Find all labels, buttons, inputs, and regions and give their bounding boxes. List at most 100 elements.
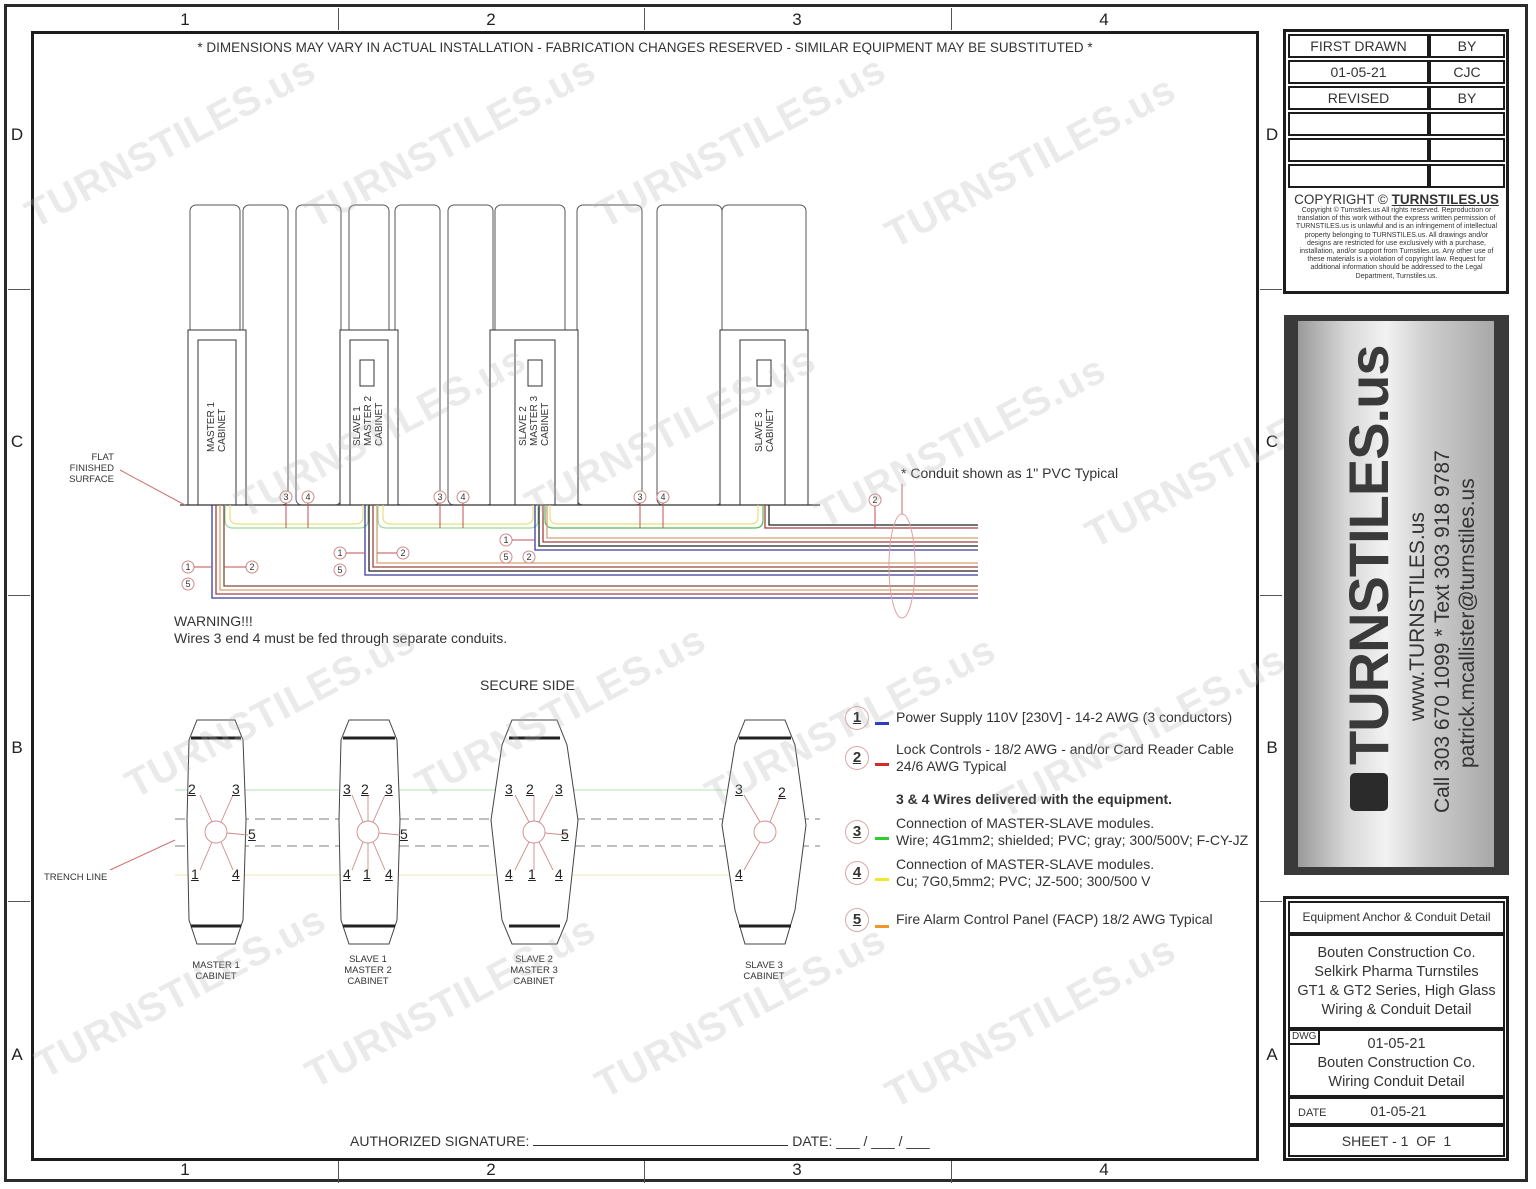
zone-row-a-left: A (11, 1045, 23, 1064)
legend-number-3: 3 (845, 820, 869, 844)
plan-wire-label: 2 (778, 784, 786, 800)
legend-swatch-yellow (875, 878, 889, 881)
plan-wire-label: 3 (343, 781, 351, 797)
zone-tick (951, 8, 952, 30)
svg-text:5: 5 (185, 579, 190, 589)
website-text: www.TURNSTILES.us (1406, 512, 1429, 721)
copyright-block: COPYRIGHT © TURNSTILES.US Copyright © Tu… (1288, 192, 1505, 281)
svg-text:5: 5 (337, 565, 342, 575)
copyright-title: COPYRIGHT © TURNSTILES.US (1294, 192, 1499, 207)
project-description: Bouten Construction Co. Selkirk Pharma T… (1288, 934, 1505, 1029)
brushed-metal-plate: TURNSTILES.us www.TURNSTILES.us Call 303… (1298, 321, 1494, 867)
plan-wire-label: 4 (555, 866, 563, 882)
zone-row-b-right: B (1266, 738, 1278, 757)
revision-blank-cell (1429, 112, 1505, 136)
zone-tick (644, 1161, 645, 1183)
trench-line-label: TRENCH LINE (44, 872, 108, 883)
svg-text:3: 3 (283, 492, 288, 502)
first-drawn-header: FIRST DRAWN (1288, 34, 1429, 58)
zone-row-d-left: D (10, 125, 24, 144)
plan-wire-label: 2 (188, 781, 196, 797)
legend-swatch-green (875, 837, 889, 840)
authorized-signature-field[interactable]: AUTHORIZED SIGNATURE: DATE: ___ / ___ / … (350, 1133, 930, 1149)
elevation-diagram: 3 4 3 4 3 4 2 1 2 5 1 2 5 1 5 2 (109, 204, 978, 945)
legend-text-3: Connection of MASTER-SLAVE modules.Wire;… (896, 815, 1249, 848)
date-blank[interactable]: ___ / ___ / ___ (836, 1133, 930, 1149)
plan-wire-label: 3 (505, 781, 513, 797)
svg-text:4: 4 (660, 492, 665, 502)
signature-line[interactable] (533, 1133, 789, 1146)
zone-col-1-bottom: 1 (180, 1160, 190, 1179)
svg-text:2: 2 (872, 495, 877, 505)
zone-tick (338, 1161, 339, 1183)
first-drawn-date: 01-05-21 (1288, 60, 1429, 84)
zone-tick (8, 901, 30, 902)
zone-row-a-right: A (1266, 1045, 1278, 1064)
plan-wire-label: 3 (232, 781, 240, 797)
svg-text:3: 3 (637, 492, 642, 502)
revision-blank-cell (1429, 138, 1505, 162)
sheet-number: SHEET - 1 OF 1 (1288, 1125, 1505, 1157)
zone-col-4-top: 4 (1099, 10, 1109, 29)
plan-wire-label: 3 (385, 781, 393, 797)
legend-number-5: 5 (845, 908, 869, 932)
date-label: DATE: (792, 1133, 833, 1149)
plan-wire-label: 4 (385, 866, 393, 882)
dwg-block: DWG 01-05-21 Bouten Construction Co. Wir… (1288, 1029, 1505, 1097)
plan-wire-label: 3 (555, 781, 563, 797)
zone-col-2-top: 2 (486, 10, 496, 29)
zone-col-2-bottom: 2 (486, 1160, 496, 1179)
zone-col-3-bottom: 3 (792, 1160, 802, 1179)
svg-text:3: 3 (437, 492, 442, 502)
plan-wire-label: 4 (505, 866, 513, 882)
legend-note: 3 & 4 Wires delivered with the equipment… (896, 791, 1173, 807)
zone-tick (1260, 289, 1282, 290)
revision-blank-cell (1288, 138, 1429, 162)
revised-by-header: BY (1429, 86, 1505, 110)
legend-swatch-blue (875, 722, 889, 725)
svg-text:2: 2 (526, 552, 531, 562)
legend-text-5: Fire Alarm Control Panel (FACP) 18/2 AWG… (896, 911, 1213, 927)
zone-row-d-right: D (1265, 125, 1279, 144)
plan-wire-label: 3 (735, 781, 743, 797)
plan-wire-label: 5 (561, 826, 569, 842)
plan-wire-label: 2 (526, 781, 534, 797)
zone-row-c-right: C (1265, 432, 1279, 451)
zone-row-c-left: C (10, 432, 24, 451)
secure-side-title: SECURE SIDE (480, 677, 575, 693)
zone-tick (8, 289, 30, 290)
legend-swatch-orange (875, 925, 889, 928)
svg-text:1: 1 (337, 548, 342, 558)
svg-text:4: 4 (305, 492, 310, 502)
disclaimer-note: * DIMENSIONS MAY VARY IN ACTUAL INSTALLA… (197, 40, 1093, 55)
plan-wire-label: 4 (343, 866, 351, 882)
zone-tick (1260, 901, 1282, 902)
plan-wire-label: 1 (191, 866, 199, 882)
svg-text:2: 2 (249, 562, 254, 572)
legend-text-4: Connection of MASTER-SLAVE modules.Cu; 7… (896, 856, 1155, 889)
zone-col-3-top: 3 (792, 10, 802, 29)
revised-header: REVISED (1288, 86, 1429, 110)
svg-text:1: 1 (503, 535, 508, 545)
svg-text:2: 2 (400, 548, 405, 558)
zone-tick (1260, 595, 1282, 596)
plan-wire-label: 1 (528, 866, 536, 882)
conduit-note: * Conduit shown as 1" PVC Typical (901, 465, 1119, 481)
dwg-tag: DWG (1288, 1029, 1321, 1045)
warning-note: WARNING!!! Wires 3 end 4 must be fed thr… (174, 613, 508, 646)
zone-tick (8, 595, 30, 596)
zone-tick (951, 1161, 952, 1183)
legend-swatch-red (875, 763, 889, 766)
plan-wire-label: 4 (735, 866, 743, 882)
first-drawn-by: CJC (1429, 60, 1505, 84)
email-text: patrick.mcallister@turnstiles.us (1456, 478, 1479, 768)
copyright-body: Copyright © Turnstiles.us All rights res… (1295, 207, 1498, 280)
